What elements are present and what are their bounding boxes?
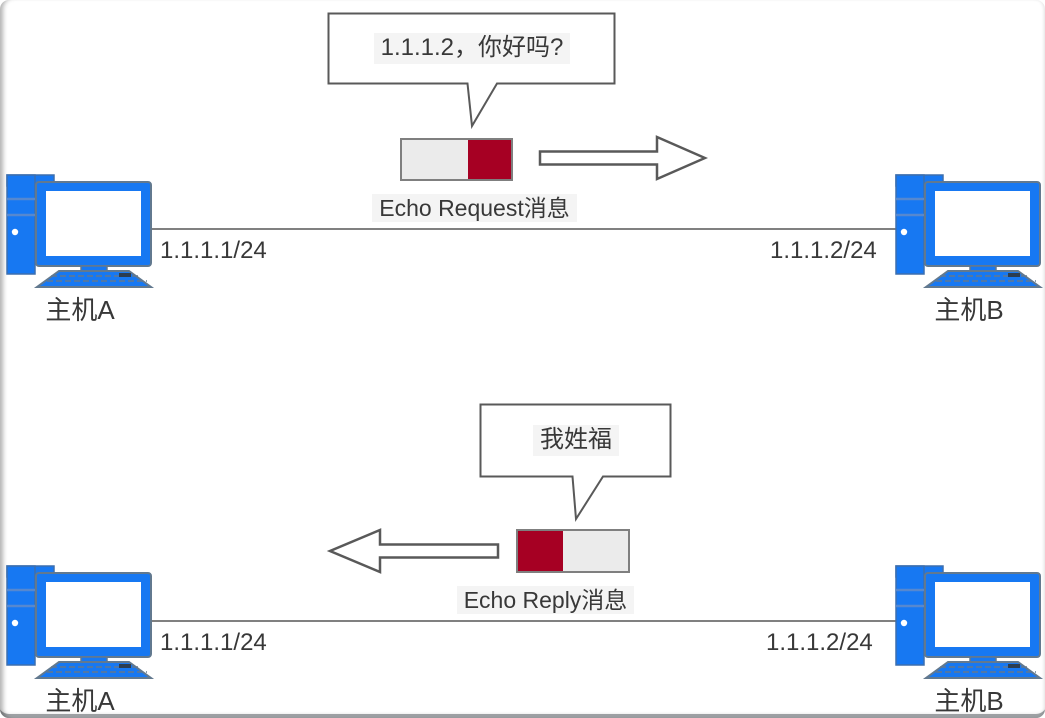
packet-icon-reply [516, 529, 630, 573]
speech-bubble-reply [479, 403, 672, 523]
host-name-label: 主机B [934, 686, 1004, 716]
ip-label: 1.1.1.1/24 [160, 237, 267, 264]
desktop-computer-icon [894, 563, 1044, 679]
packet-payload-segment [402, 140, 468, 179]
network-link [148, 620, 904, 622]
message-label-request-text: Echo Request消息 [372, 194, 577, 222]
speech-bubble-reply-text: 我姓福 [479, 403, 673, 478]
ip-label: 1.1.1.1/24 [160, 629, 267, 656]
bubble-request-label: 1.1.1.2，你好吗? [373, 33, 571, 64]
host-a: 主机A [5, 563, 155, 718]
message-label-request: Echo Request消息 [357, 189, 592, 223]
ip-label: 1.1.1.2/24 [766, 629, 873, 656]
message-label-reply-text: Echo Reply消息 [456, 586, 635, 614]
host-name-label: 主机A [45, 686, 115, 716]
packet-header-segment [518, 531, 563, 571]
ip-label: 1.1.1.2/24 [770, 237, 877, 264]
host-b: 主机B [894, 172, 1044, 327]
arrow-left-icon [326, 528, 500, 574]
desktop-computer-icon [5, 172, 155, 288]
host-a: 主机A [5, 172, 155, 327]
message-label-reply: Echo Reply消息 [433, 581, 658, 615]
host-name-label: 主机B [934, 295, 1004, 325]
arrow-right-icon [538, 135, 708, 181]
packet-payload-segment [563, 531, 628, 571]
speech-bubble-request-text: 1.1.1.2，你好吗? [327, 12, 617, 85]
host-b: 主机B [894, 563, 1044, 718]
network-link [148, 228, 904, 230]
packet-icon-request [400, 138, 513, 181]
packet-header-segment [468, 140, 511, 179]
desktop-computer-icon [894, 172, 1044, 288]
desktop-computer-icon [5, 563, 155, 679]
bubble-reply-label: 我姓福 [533, 425, 619, 456]
host-name-label: 主机A [45, 295, 115, 325]
